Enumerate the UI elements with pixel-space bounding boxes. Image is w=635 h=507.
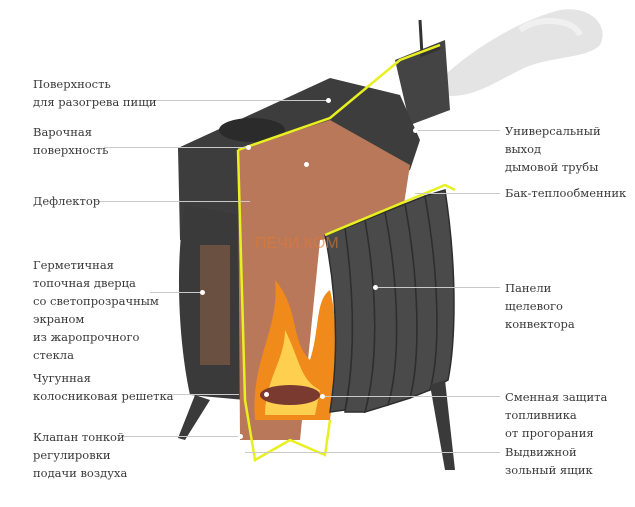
marker-dot xyxy=(240,450,245,455)
label-grate: Чугунная колосниковая решетка xyxy=(33,371,174,403)
leader-line-door xyxy=(150,292,200,293)
marker-dot xyxy=(304,162,309,167)
marker-dot xyxy=(326,98,331,103)
marker-dot xyxy=(200,290,205,295)
leader-line-firebox-protection xyxy=(322,396,500,397)
label-deflector: Дефлектор xyxy=(33,194,101,208)
leader-line-heating-surface xyxy=(148,100,328,101)
leader-line-grate xyxy=(164,394,239,395)
watermark: ПЕЧИ.КОМ xyxy=(255,235,339,252)
marker-dot xyxy=(413,128,418,133)
marker-dot xyxy=(238,434,243,439)
marker-dot xyxy=(246,145,251,150)
label-air-valve: Клапан тонкой регулировки подачи воздуха xyxy=(33,430,128,480)
label-convector-panels: Панели щелевого конвектора xyxy=(505,281,575,331)
marker-dot xyxy=(264,392,269,397)
marker-dot xyxy=(410,191,415,196)
label-heat-exchanger: Бак-теплообменник xyxy=(505,186,627,200)
leader-line-ash-drawer xyxy=(240,452,500,453)
smoke-icon xyxy=(440,9,603,96)
marker-dot xyxy=(373,285,378,290)
leader-line-heat-exchanger xyxy=(410,193,500,194)
label-firebox-protection: Сменная защита топливника от прогорания xyxy=(505,390,608,440)
leader-line-convector-panels xyxy=(376,287,500,288)
label-flue-outlet: Универсальный выход дымовой трубы xyxy=(505,124,601,174)
leader-line-flue-outlet xyxy=(415,130,500,131)
label-door: Герметичная топочная дверца со светопроз… xyxy=(33,258,159,362)
leader-line-deflector xyxy=(95,201,250,202)
leader-line-cooking-surface xyxy=(104,147,248,148)
label-ash-drawer: Выдвижной зольный ящик xyxy=(505,445,593,477)
label-cooking-surface: Варочная поверхность xyxy=(33,125,109,157)
leader-line-air-valve xyxy=(122,436,240,437)
marker-dot xyxy=(320,394,325,399)
label-heating-surface: Поверхность для разогрева пищи xyxy=(33,77,157,109)
